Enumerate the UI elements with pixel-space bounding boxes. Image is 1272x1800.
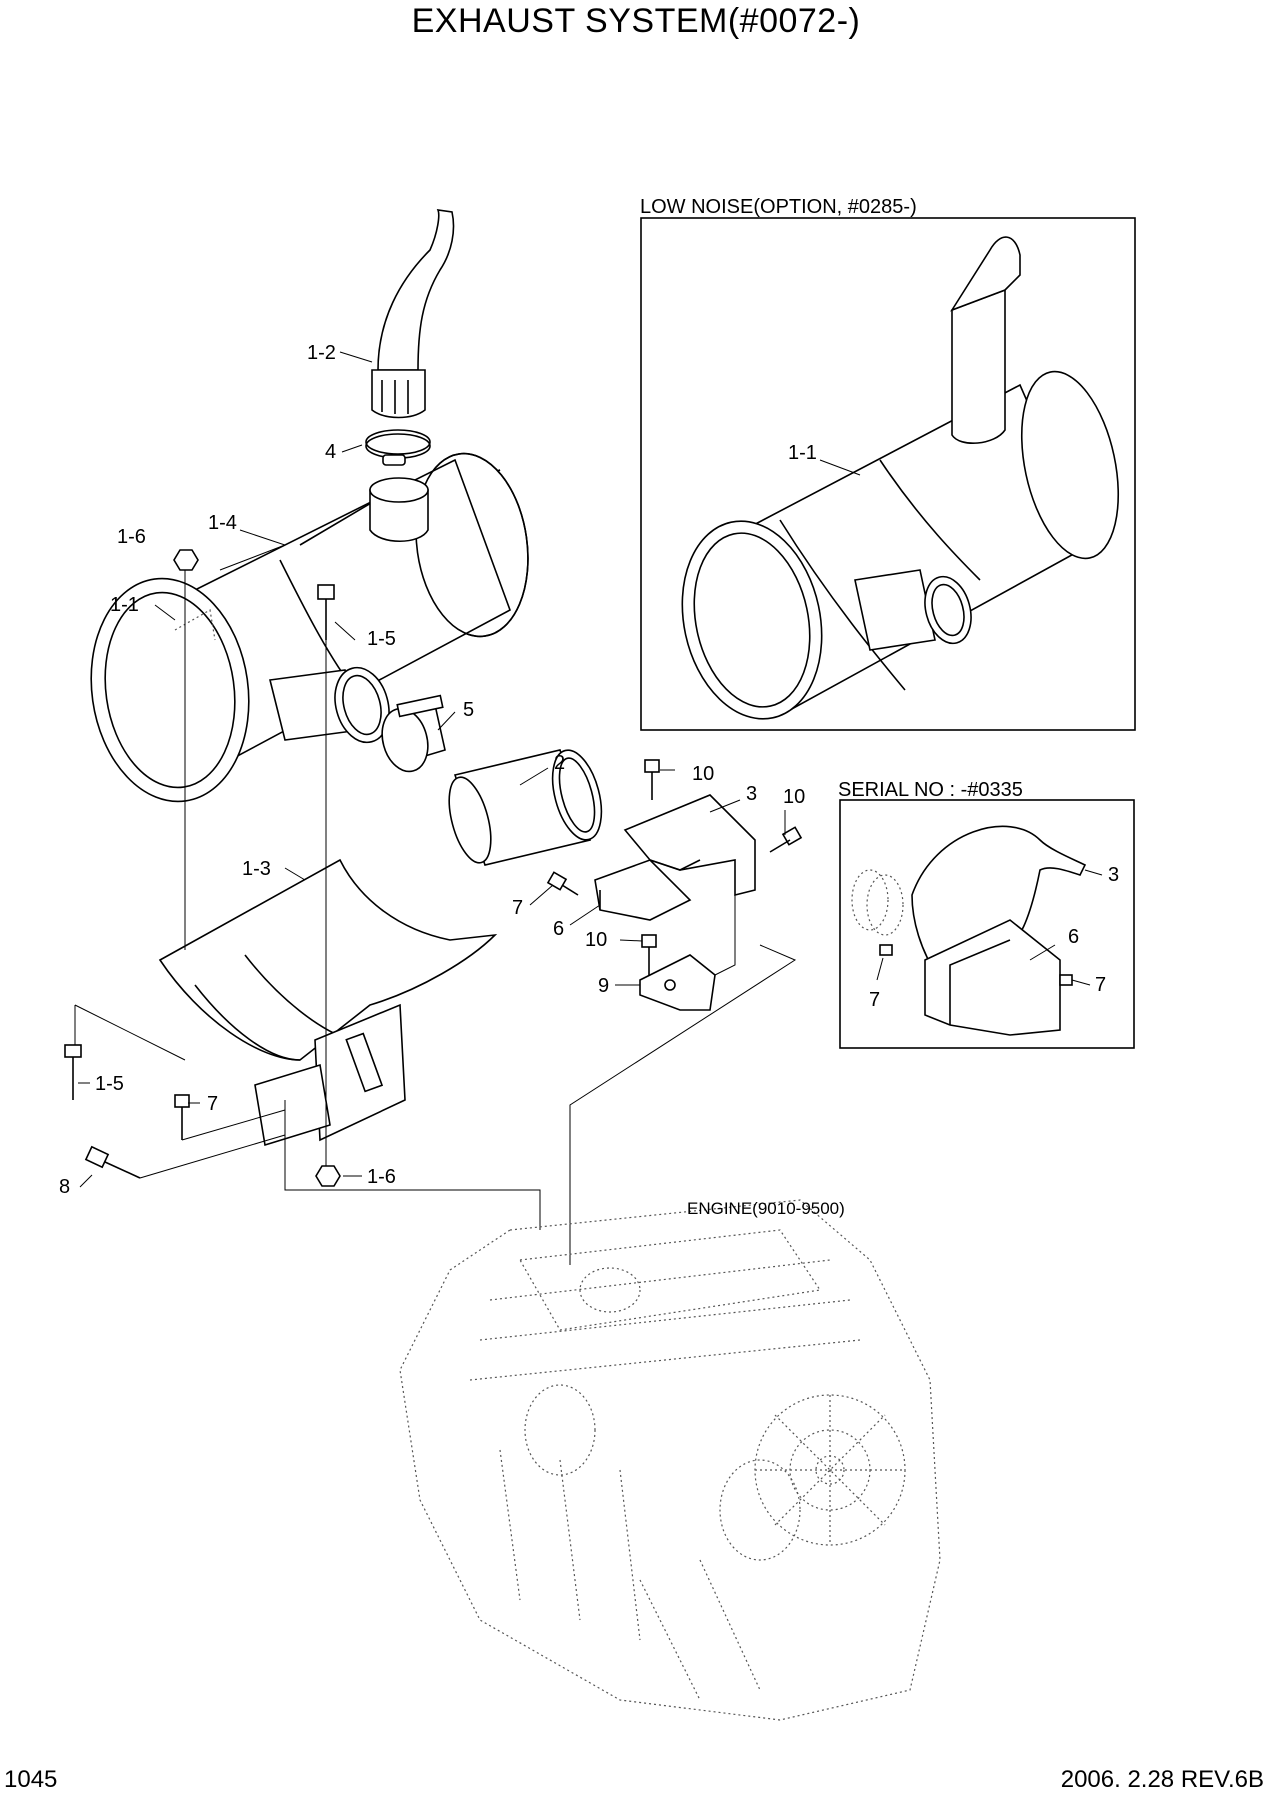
callout-1-6-lower: 1-6 — [367, 1166, 396, 1188]
callout-2: 2 — [554, 752, 565, 774]
clamp-4 — [365, 429, 431, 466]
callout-6: 6 — [553, 918, 564, 940]
callout-8: 8 — [59, 1176, 70, 1198]
callout-10-top: 10 — [692, 763, 714, 785]
assembly-guides — [74, 570, 797, 1265]
muffler-outlet-pipe — [369, 477, 429, 542]
cradle-1-3 — [158, 858, 498, 1147]
callout-10-right: 10 — [783, 786, 805, 808]
low-noise-inset-label: LOW NOISE(OPTION, #0285-) — [640, 196, 917, 218]
callout-1-5-upper: 1-5 — [367, 628, 396, 650]
elbow-stack — [371, 209, 455, 419]
callout-1-6-upper: 1-6 — [117, 526, 146, 548]
serial-callout-7-right: 7 — [1095, 974, 1106, 996]
callout-10-lower: 10 — [585, 929, 607, 951]
page-title: EXHAUST SYSTEM(#0072-) — [411, 2, 861, 40]
callout-1-2: 1-2 — [307, 342, 336, 364]
engine-label: ENGINE(9010-9500) — [687, 1199, 845, 1218]
serial-callout-6: 6 — [1068, 926, 1079, 948]
hardware — [64, 549, 803, 1187]
low-noise-callout-1-1: 1-1 — [788, 442, 817, 464]
serial-inset-label: SERIAL NO : -#0335 — [838, 779, 1023, 801]
callout-1-5-lower: 1-5 — [95, 1073, 124, 1095]
bracket-9 — [639, 954, 716, 1011]
serial-inset — [839, 799, 1135, 1049]
low-noise-inset — [640, 217, 1136, 731]
serial-callout-7-left: 7 — [869, 989, 880, 1011]
clamp-5 — [381, 694, 446, 773]
page-number: 1045 — [4, 1766, 58, 1793]
callout-1-1: 1-1 — [110, 594, 139, 616]
serial-callout-3: 3 — [1108, 864, 1119, 886]
muffler-inlet — [269, 666, 390, 744]
callout-7-middle: 7 — [512, 897, 523, 919]
callout-3: 3 — [746, 783, 757, 805]
engine-illustration — [399, 1199, 941, 1721]
callout-5: 5 — [463, 699, 474, 721]
callout-1-4: 1-4 — [208, 512, 237, 534]
pipe-2 — [448, 749, 603, 866]
callout-9: 9 — [598, 975, 609, 997]
callout-4: 4 — [325, 441, 336, 463]
revision-date: 2006. 2.28 REV.6B — [1060, 1766, 1264, 1793]
callout-7-lower: 7 — [207, 1093, 218, 1115]
callout-1-3: 1-3 — [242, 858, 271, 880]
callout-leaders — [78, 351, 1103, 1188]
muffler-main — [90, 452, 529, 803]
